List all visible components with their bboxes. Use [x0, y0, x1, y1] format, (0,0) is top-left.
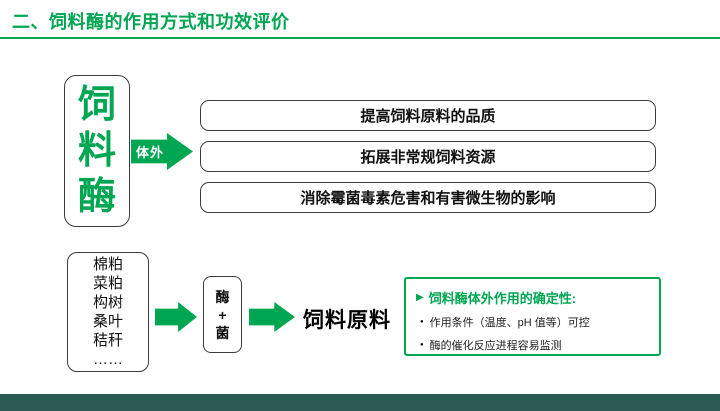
in-vitro-arrow-icon: 体外 [131, 133, 193, 170]
enzyme-bacteria-char: 菌 [215, 324, 230, 341]
feed-enzyme-char: 酶 [77, 176, 116, 218]
right-arrow-icon [155, 302, 197, 332]
feed-enzyme-box: 饲 料 酶 [64, 75, 130, 227]
feed-enzyme-char: 饲 [77, 84, 116, 126]
certainty-bullet-item: ● 酶的催化反应进程容易监测 [416, 337, 649, 353]
enzyme-bacteria-char: + [218, 306, 227, 323]
slide-footer-bar [0, 394, 720, 411]
title-divider [0, 37, 720, 39]
outcome-label: 消除霉菌毒素危害和有害微生物的影响 [300, 190, 556, 207]
material-item: 构树 [92, 294, 123, 311]
right-arrow-icon [249, 302, 295, 332]
certainty-heading: ▶ 饲料酶体外作用的确定性: [416, 288, 649, 307]
certainty-bullet-item: ● 作用条件（温度、pH 值等）可控 [416, 314, 649, 330]
certainty-bullet-text: 酶的催化反应进程容易监测 [429, 340, 562, 352]
material-item: 秸秆 [92, 332, 123, 349]
outcome-box-toxins: 消除霉菌毒素危害和有害微生物的影响 [200, 182, 656, 213]
outcome-box-resources: 拓展非常规饲料资源 [200, 141, 656, 172]
certainty-heading-text: 饲料酶体外作用的确定性: [428, 291, 577, 306]
material-item: 菜粕 [92, 275, 123, 292]
material-item: …… [93, 351, 123, 368]
enzyme-bacteria-char: 酶 [215, 288, 230, 305]
certainty-box: ▶ 饲料酶体外作用的确定性: ● 作用条件（温度、pH 值等）可控 ● 酶的催化… [404, 277, 661, 356]
in-vitro-arrow-label: 体外 [136, 145, 165, 160]
feed-raw-material-label: 饲料原料 [303, 309, 391, 332]
outcome-box-quality: 提高饲料原料的品质 [200, 100, 656, 131]
page-title: 二、饲料酶的作用方式和功效评价 [12, 12, 290, 32]
outcome-label: 提高饲料原料的品质 [360, 108, 496, 125]
outcome-label: 拓展非常规饲料资源 [360, 149, 496, 166]
certainty-bullet-text: 作用条件（温度、pH 值等）可控 [429, 317, 590, 329]
feed-enzyme-char: 料 [77, 130, 116, 172]
triangle-bullet-icon: ▶ [416, 291, 424, 303]
dot-bullet-icon: ● [420, 342, 424, 348]
material-item: 桑叶 [92, 313, 123, 330]
materials-list-box: 棉粕 菜粕 构树 桑叶 秸秆 …… [67, 252, 149, 372]
dot-bullet-icon: ● [420, 319, 424, 325]
material-item: 棉粕 [92, 256, 123, 273]
enzyme-bacteria-box: 酶 + 菌 [203, 276, 242, 353]
